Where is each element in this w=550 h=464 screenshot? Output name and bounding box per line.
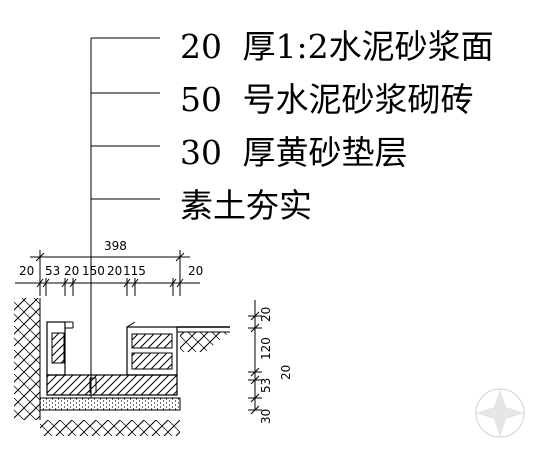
layer-4-material: 素土夯实 xyxy=(180,186,312,225)
dim-v-20b: 20 xyxy=(279,365,293,380)
layer-3-material: 厚黄砂垫层 xyxy=(243,133,408,172)
dim-v-120: 120 xyxy=(259,337,273,360)
layer-2-thickness: 50 xyxy=(180,80,222,119)
dim-v-30: 30 xyxy=(259,409,273,424)
dim-seg-6: 115 xyxy=(123,264,146,278)
gutter-cross-section xyxy=(14,298,230,436)
layer-1-thickness: 20 xyxy=(180,27,222,66)
layer-3-thickness: 30 xyxy=(180,133,222,172)
horizontal-dimensions: 398 20 53 20 150 20 115 20 xyxy=(15,239,203,296)
dim-seg-1: 20 xyxy=(19,264,34,278)
dim-seg-5: 20 xyxy=(107,264,122,278)
leader-lines xyxy=(90,37,160,398)
layer-2-material: 号水泥砂浆砌砖 xyxy=(243,80,474,119)
dim-seg-7: 20 xyxy=(188,264,203,278)
dim-seg-3: 20 xyxy=(64,264,79,278)
dim-v-53: 53 xyxy=(259,378,273,393)
layer-1-material: 厚1:2水泥砂浆面 xyxy=(243,27,494,66)
dim-total: 398 xyxy=(104,239,127,253)
svg-text:50 号水泥砂浆砌砖: 50 号水泥砂浆砌砖 xyxy=(180,80,474,119)
watermark-logo xyxy=(475,388,525,438)
dim-seg-2: 53 xyxy=(45,264,60,278)
dim-v-20: 20 xyxy=(259,307,273,322)
layer-labels: 20 厚1:2水泥砂浆面 50 号水泥砂浆砌砖 30 厚黄砂垫层 素土夯实 xyxy=(180,27,494,225)
dim-seg-4: 150 xyxy=(82,264,105,278)
vertical-dimensions: 20 120 53 20 30 xyxy=(248,300,293,424)
svg-text:30 厚黄砂垫层: 30 厚黄砂垫层 xyxy=(180,133,408,172)
svg-text:20 厚1:2水泥砂浆面: 20 厚1:2水泥砂浆面 xyxy=(180,27,494,66)
